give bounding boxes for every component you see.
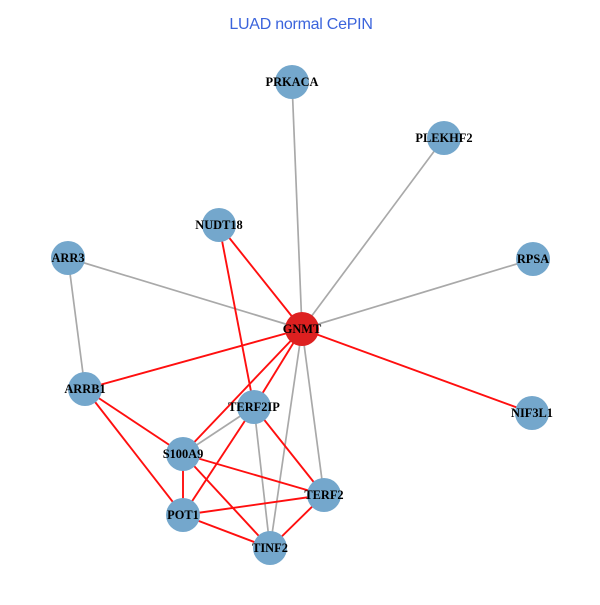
svg-text:S100A9: S100A9 bbox=[163, 447, 204, 461]
svg-text:NIF3L1: NIF3L1 bbox=[511, 406, 553, 420]
svg-text:TERF2: TERF2 bbox=[304, 488, 343, 502]
svg-text:TERF2IP: TERF2IP bbox=[228, 400, 280, 414]
svg-text:ARRB1: ARRB1 bbox=[64, 382, 105, 396]
svg-text:PLEKHF2: PLEKHF2 bbox=[415, 131, 472, 145]
svg-text:ARR3: ARR3 bbox=[51, 251, 84, 265]
svg-text:RPSA: RPSA bbox=[517, 252, 549, 266]
svg-text:GNMT: GNMT bbox=[283, 322, 322, 336]
svg-text:LUAD normal CePIN: LUAD normal CePIN bbox=[229, 16, 372, 33]
svg-text:POT1: POT1 bbox=[167, 508, 199, 522]
svg-text:NUDT18: NUDT18 bbox=[195, 218, 243, 232]
svg-text:PRKACA: PRKACA bbox=[266, 75, 319, 89]
svg-text:TINF2: TINF2 bbox=[252, 541, 288, 555]
